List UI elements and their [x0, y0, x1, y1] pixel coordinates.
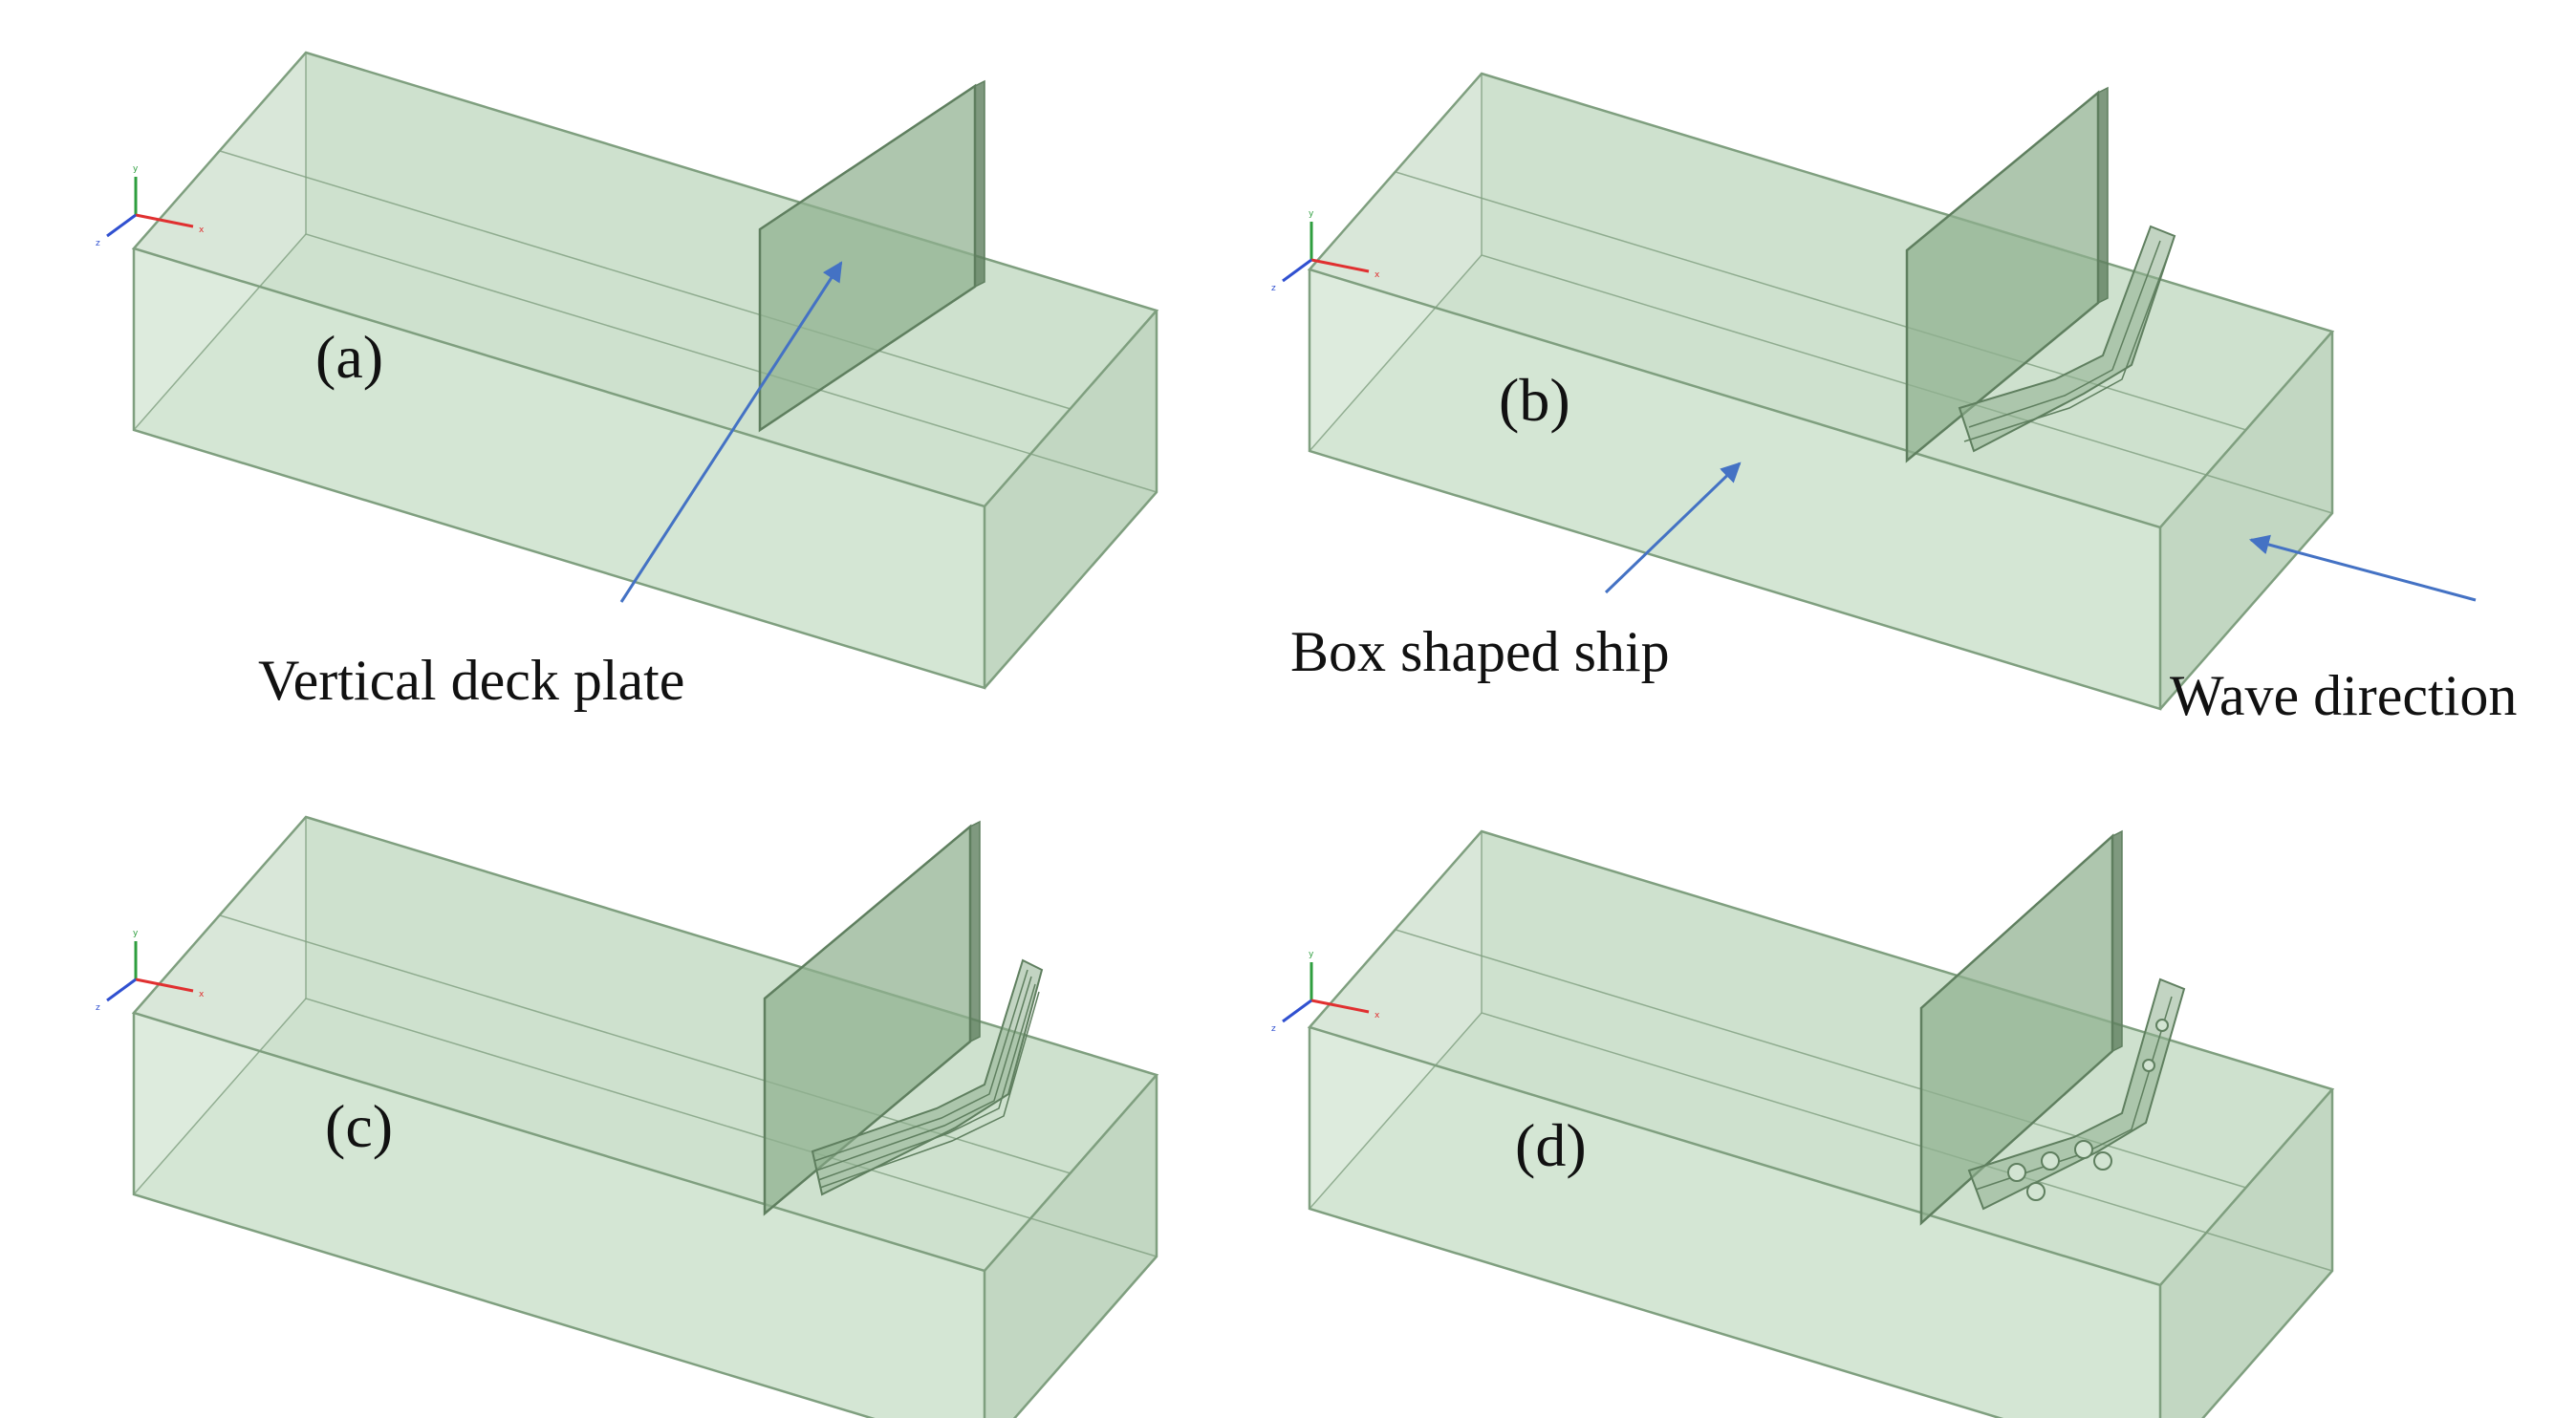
panel-label-c: (c) [325, 1092, 393, 1160]
axis-triad-c: y x z [96, 929, 205, 1013]
axis-x-label: x [199, 226, 205, 235]
axis-triad-d: y x z [1271, 950, 1380, 1034]
axis-y-label: y [133, 164, 139, 174]
panel-a: y x z (a) [96, 51, 1158, 690]
axis-z-label: z [96, 239, 100, 248]
vertical-deck-plate-a [758, 79, 985, 433]
panel-b: y x z (b) [1271, 72, 2334, 711]
deck-plate-arrow [619, 261, 843, 603]
box-shaped-ship-d [1308, 829, 2334, 1418]
label-vertical-deck-plate: Vertical deck plate [258, 649, 684, 712]
axis-y-label: y [1309, 209, 1314, 219]
axis-z-label: z [1271, 1024, 1276, 1034]
box-shaped-ship-c [132, 815, 1158, 1418]
vertical-deck-plate-d [1919, 829, 2123, 1226]
box-shaped-ship-a [132, 51, 1158, 690]
axis-z-label: z [96, 1003, 100, 1013]
axis-y-label: y [1309, 950, 1314, 959]
wave-direction-arrow [2248, 534, 2477, 602]
box-shaped-ship-b [1308, 72, 2334, 711]
label-wave-direction: Wave direction [2170, 664, 2517, 727]
axis-x-label: x [1375, 1011, 1380, 1021]
panel-label-b: (b) [1499, 366, 1570, 434]
axis-triad-b: y x z [1271, 209, 1380, 293]
panel-c: y x z (c) [96, 815, 1158, 1418]
vertical-deck-plate-c [763, 820, 981, 1216]
panel-label-a: (a) [315, 323, 383, 391]
axis-x-label: x [199, 990, 205, 999]
breakwater-perforated-plate-d [1967, 978, 2186, 1211]
axis-triad-a: y x z [96, 164, 205, 248]
breakwater-bent-plate-b [1958, 225, 2176, 453]
axis-y-label: y [133, 929, 139, 938]
panel-d: y x z (d) [1271, 829, 2334, 1418]
box-ship-arrow [1604, 462, 1742, 594]
breakwater-slotted-plate-c [811, 958, 1044, 1196]
axis-x-label: x [1375, 270, 1380, 280]
axis-z-label: z [1271, 284, 1276, 293]
vertical-deck-plate-b [1905, 86, 2109, 463]
label-box-shaped-ship: Box shaped ship [1290, 620, 1670, 683]
panel-label-d: (d) [1515, 1111, 1587, 1179]
